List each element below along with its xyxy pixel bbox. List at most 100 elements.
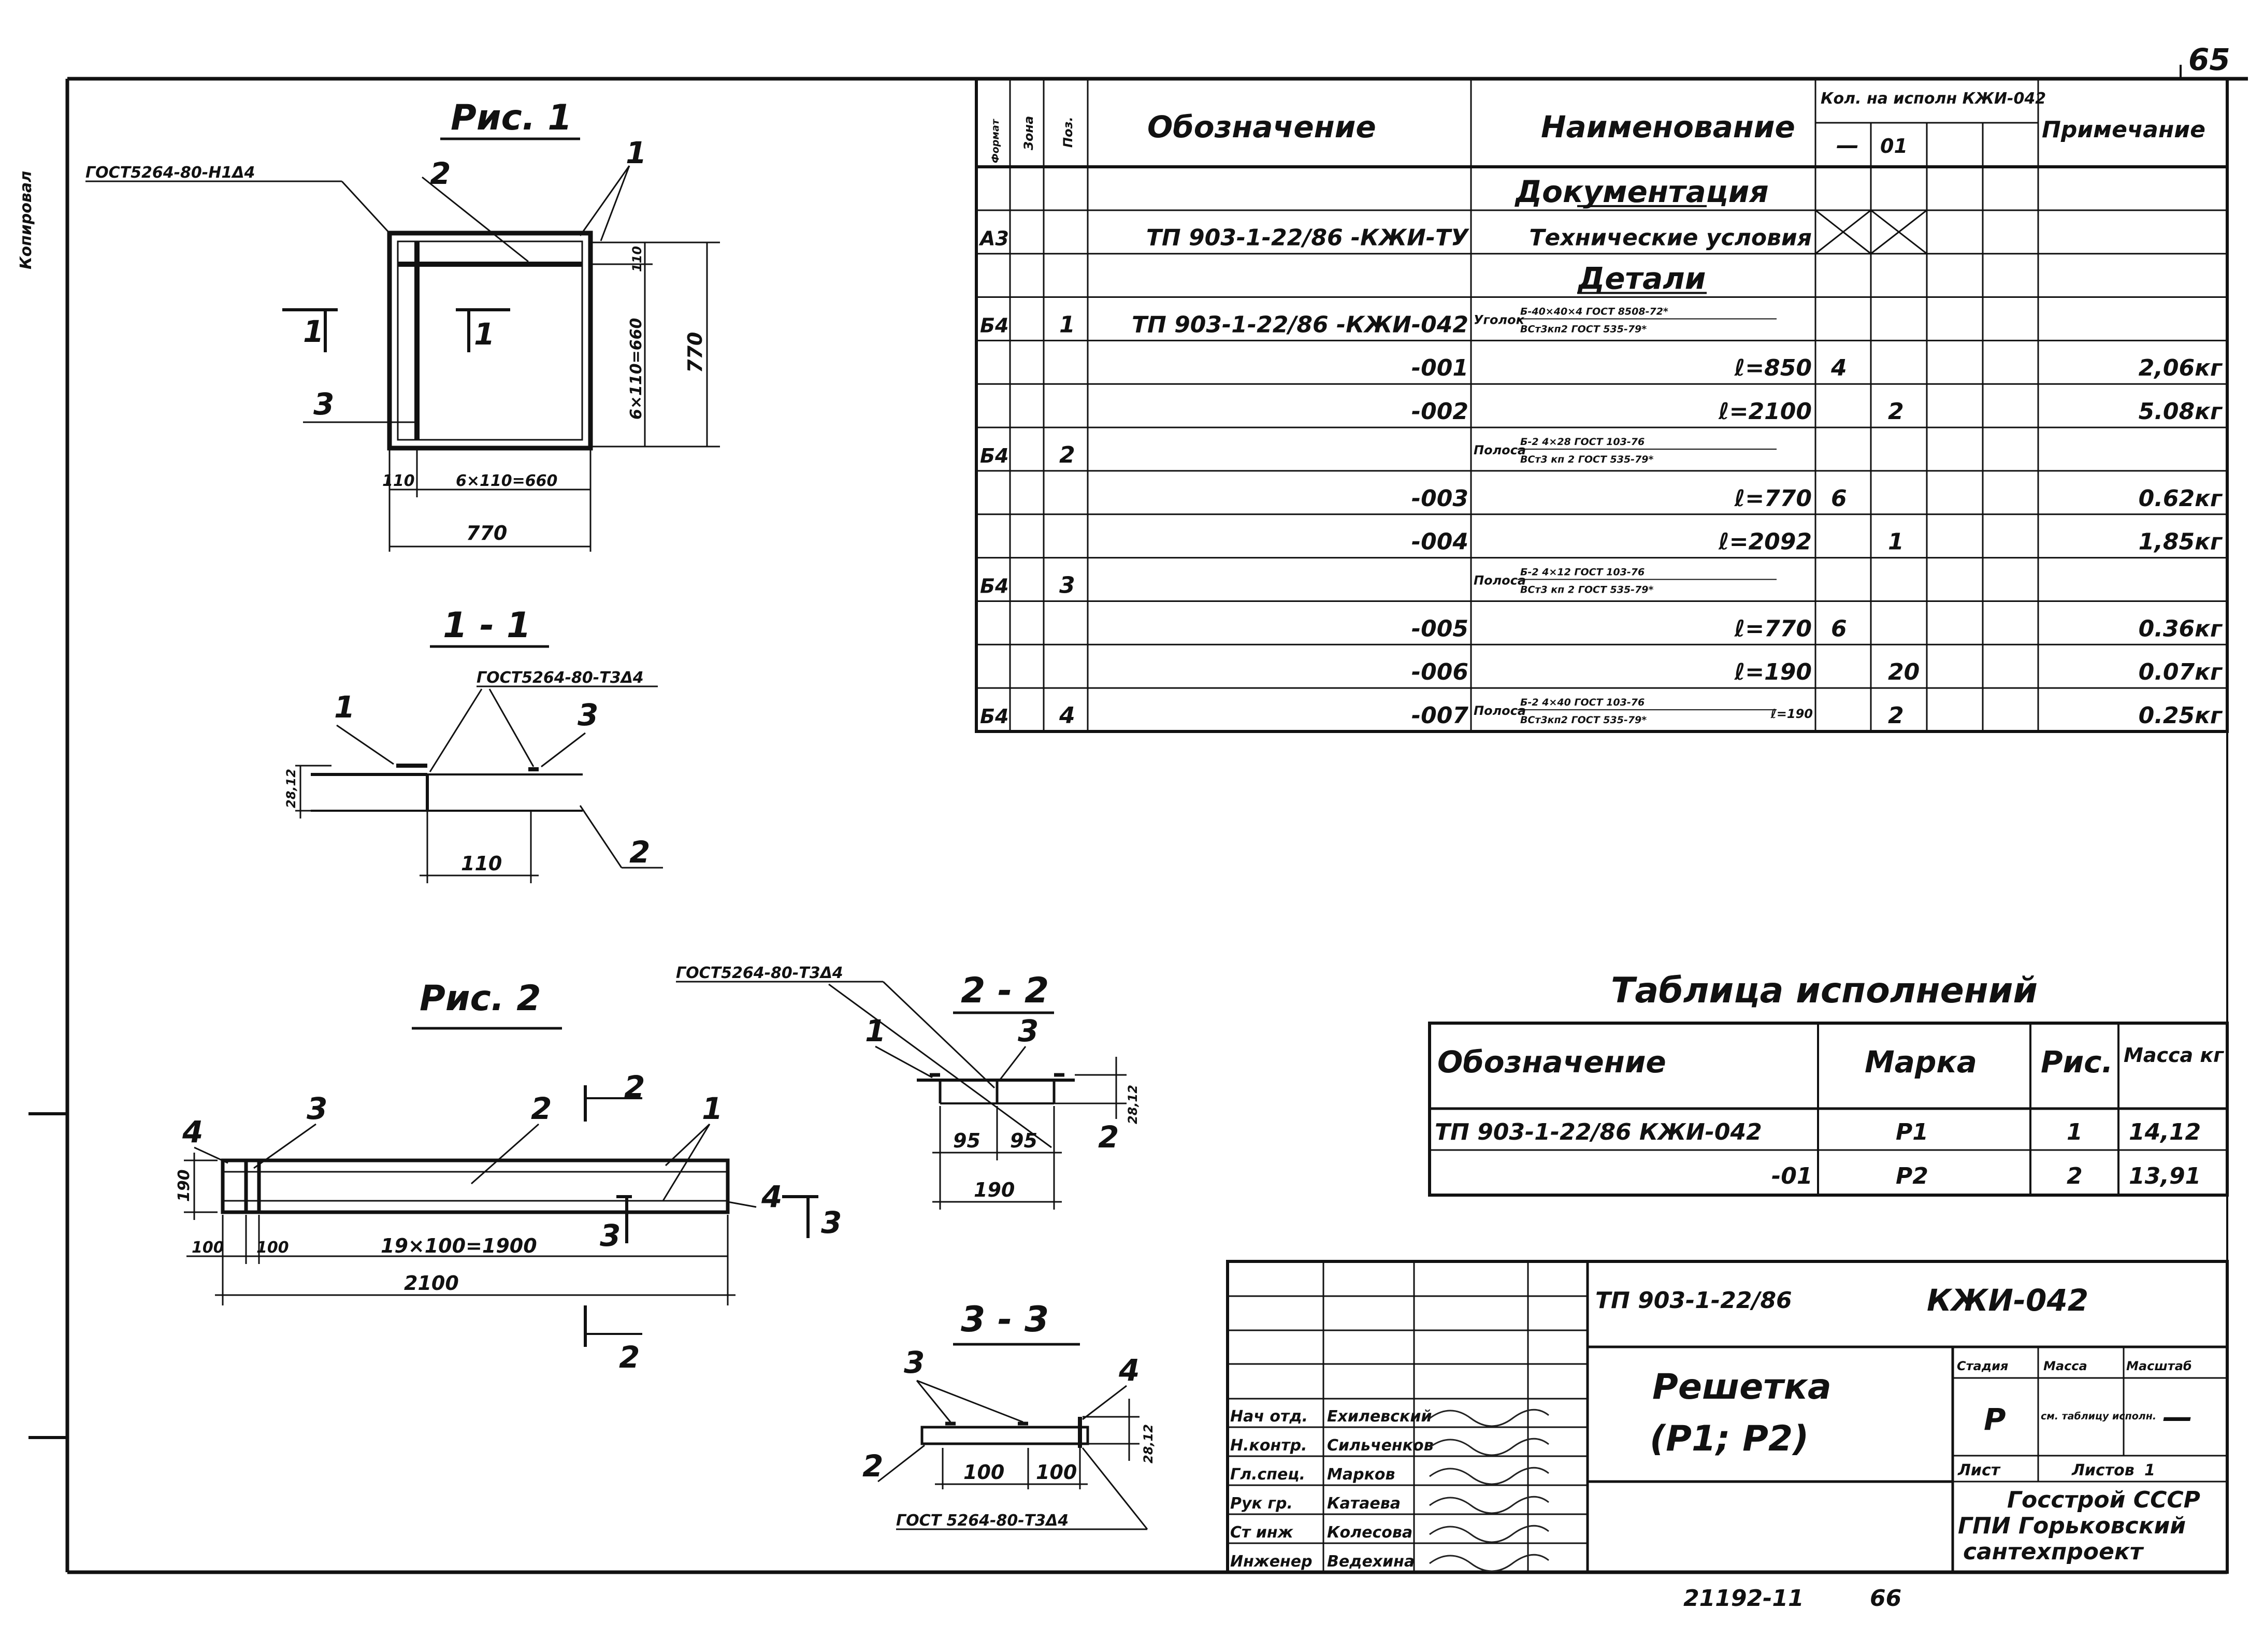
tb-scale: — (2162, 1399, 2193, 1434)
spec-row-12-note: 0.25кг (2139, 702, 2223, 729)
spec-row-12-name-top: Б-2 4×40 ГОСТ 103-76 (1520, 697, 1645, 708)
margin-stamp: Копировал (17, 171, 35, 269)
spec-row-6-pos: 2 (1059, 442, 1075, 468)
spec-row-7-designation: -003 (1411, 485, 1468, 512)
spec-row-6-format: Б4 (980, 444, 1008, 467)
tb-name-4: Колесова (1327, 1524, 1412, 1542)
spec-table: Формат Зона Поз. Обозначение Наименовани… (975, 77, 2229, 733)
fig1: Рис. 1 ГОСТ5264-80-Н1Δ4 1 2 3 1 1 (85, 97, 720, 552)
spec-row-7-q1: 6 (1831, 485, 1847, 512)
fig1-callout-3: 3 (313, 386, 334, 422)
sec33-callout-3: 3 (904, 1345, 925, 1380)
spec-row-11-note: 0.07кг (2139, 659, 2223, 685)
spec-row-5-note: 5.08кг (2139, 398, 2223, 425)
variants-row-0-designation: ТП 903-1-22/86 КЖИ-042 (1435, 1119, 1762, 1145)
spec-row-5-designation: -002 (1411, 398, 1468, 425)
spec-row-3-name: Уголок (1474, 312, 1525, 327)
spec-row-6-name-bottom: ВСт3 кп 2 ГОСТ 535-79* (1520, 454, 1654, 465)
spec-header-format: Формат (990, 119, 1001, 163)
variants-header-mark: Марка (1865, 1044, 1977, 1080)
tb-signature-4 (1429, 1525, 1549, 1543)
sec33-title: 3 - 3 (961, 1299, 1049, 1340)
spec-row-9-name-top: Б-2 4×12 ГОСТ 103-76 (1520, 567, 1645, 578)
spec-row-3-pos: 1 (1059, 311, 1075, 338)
variants-header-fig: Рис. (2041, 1044, 2113, 1080)
tb-name-0: Ехилевский (1327, 1407, 1432, 1426)
tb-scale-label: Масштаб (2126, 1359, 2192, 1373)
spec-row-3-name-bottom: ВСт3кп2 ГОСТ 535-79* (1520, 323, 1647, 335)
tb-mass-label: Масса (2043, 1359, 2087, 1373)
page-number: 65 (2188, 42, 2230, 77)
fig2-callout-1: 1 (702, 1091, 723, 1126)
tb-org-2: ГПИ Горьковский (1958, 1513, 2186, 1539)
spec-row-5-q2: 2 (1888, 398, 1904, 425)
spec-row-8-q2: 1 (1888, 529, 1904, 555)
tb-name-1: Сильченков (1327, 1436, 1434, 1455)
variants-row-1-designation: -01 (1771, 1163, 1813, 1189)
sec33-dim-b: 100 (1036, 1461, 1077, 1484)
spec-row-1-cross-1-b (1870, 209, 1927, 254)
sec11-dim-height: 28,12 (284, 769, 298, 808)
sec33-dim-height: 28,12 (1141, 1424, 1156, 1463)
section-2-2: 2 - 2 ГОСТ5264-80-Т3Δ4 1 3 2 (676, 964, 1140, 1210)
spec-row-9-format: Б4 (980, 574, 1008, 597)
spec-row-11-q2: 20 (1888, 659, 1920, 685)
fig2-dim-total: 2100 (404, 1272, 459, 1295)
sec11-weld-spec: ГОСТ5264-80-Т3Δ4 (477, 669, 644, 687)
fig1-frame (387, 231, 593, 451)
section-1-1: 1 - 1 ГОСТ5264-80-Т3Δ4 1 3 2 (284, 605, 663, 883)
sec22-callout-1: 1 (865, 1013, 886, 1048)
spec-row-10-name: ℓ=770 (1734, 615, 1812, 642)
fig2-dim-spacing: 19×100=1900 (381, 1234, 537, 1257)
footer-format: 66 (1870, 1585, 1901, 1612)
spec-row-3-designation: ТП 903-1-22/86 -КЖИ-042 (1132, 311, 1468, 338)
fig1-title: Рис. 1 (451, 97, 572, 138)
spec-row-1-designation: ТП 903-1-22/86 -КЖИ-ТУ (1146, 225, 1469, 251)
tb-role-0: Нач отд. (1230, 1407, 1308, 1426)
spec-row-9-name: Полоса (1474, 573, 1526, 588)
tb-signature-5 (1429, 1554, 1549, 1572)
variants-header-mass: Масса кг (2124, 1044, 2224, 1067)
sec11-title: 1 - 1 (443, 605, 531, 646)
spec-row-6-name-top: Б-2 4×28 ГОСТ 103-76 (1520, 436, 1645, 448)
spec-row-11-name: ℓ=190 (1734, 659, 1812, 685)
fig2-section-mark-3-right: 3 (821, 1205, 842, 1240)
spec-row-10-designation: -005 (1411, 615, 1468, 642)
spec-row-12-designation: -007 (1411, 702, 1468, 729)
variants-header-designation: Обозначение (1437, 1044, 1666, 1080)
variants-row-0-mass: 14,12 (2129, 1119, 2201, 1145)
spec-row-3-name-top: Б-40×40×4 ГОСТ 8508-72* (1520, 306, 1668, 317)
spec-row-8-name: ℓ=2092 (1718, 529, 1812, 555)
fig1-section-mark-left: 1 (303, 314, 324, 349)
tb-code: ТП 903-1-22/86 (1595, 1287, 1792, 1314)
spec-header-designation: Обозначение (1147, 109, 1376, 145)
tb-role-1: Н.контр. (1230, 1436, 1307, 1455)
fig2: Рис. 2 4 3 2 1 4 2 3 3 2 (175, 978, 842, 1375)
spec-header-pos: Поз. (1061, 117, 1075, 148)
fig1-dim-bottom-spacing: 6×110=660 (456, 472, 557, 490)
spec-row-5-name: ℓ=2100 (1718, 398, 1812, 425)
fig1-callout-2: 2 (430, 156, 451, 191)
spec-row-9-pos: 3 (1059, 572, 1075, 598)
tb-role-5: Инженер (1230, 1553, 1313, 1571)
fig1-callout-1: 1 (626, 135, 646, 170)
spec-row-6-name: Полоса (1474, 443, 1526, 457)
spec-row-10-q1: 6 (1831, 615, 1847, 642)
spec-row-12-name: Полоса (1474, 703, 1526, 718)
tb-name-5: Ведехина (1327, 1553, 1415, 1571)
tb-signature-1 (1429, 1438, 1549, 1456)
tb-sheets-label: Листов (2071, 1461, 2135, 1479)
fig1-section-mark-right: 1 (474, 317, 495, 352)
spec-row-4-note: 2,06кг (2139, 355, 2223, 381)
spec-row-12-q2: 2 (1888, 702, 1904, 729)
fig2-section-mark-2-bottom: 2 (619, 1340, 640, 1375)
fig1-dim-height: 770 (684, 332, 706, 373)
sec11-callout-3: 3 (578, 697, 598, 732)
fig2-dim-first: 100 (256, 1239, 289, 1257)
spec-row-12-name-bottom: ВСт3кп2 ГОСТ 535-79* (1520, 714, 1647, 726)
sec11-dim-width: 110 (461, 852, 502, 875)
sec22-callout-2: 2 (1098, 1119, 1119, 1155)
fig1-dim-width: 770 (466, 522, 507, 544)
fig1-dim-spacing: 6×110=660 (627, 318, 645, 420)
